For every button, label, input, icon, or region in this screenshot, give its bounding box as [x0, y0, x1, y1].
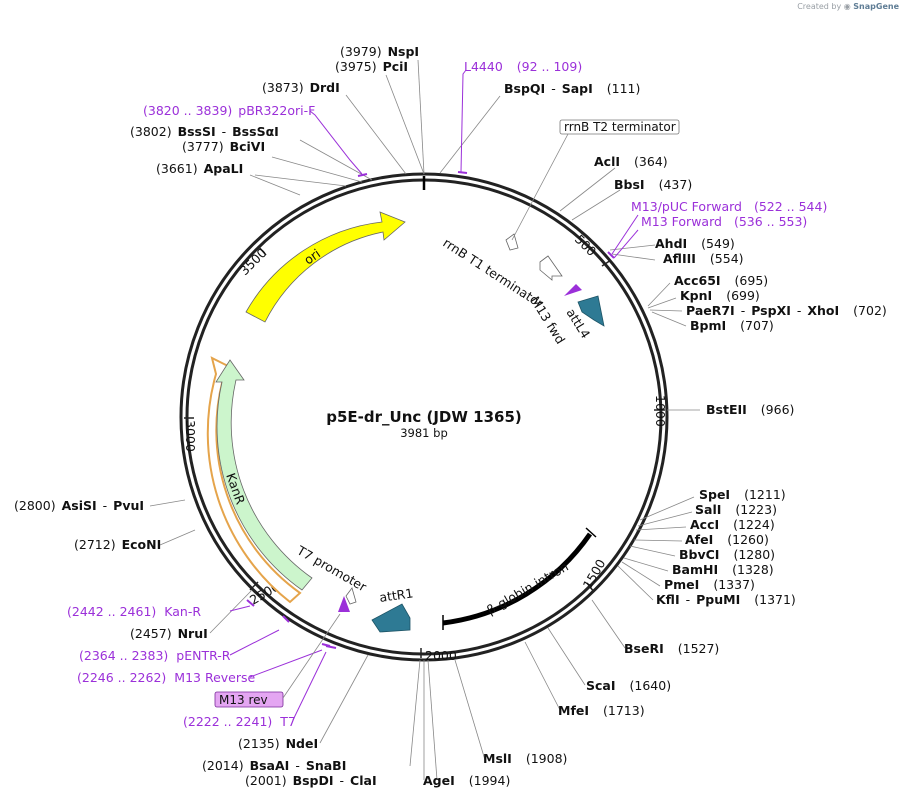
enzyme-acci: AccI(1224) — [690, 517, 775, 532]
primer-m13-reverse: (2246 .. 2262)M13 Reverse — [77, 670, 255, 685]
rrnb-t2-label: rrnB T2 terminator — [564, 120, 676, 134]
enzyme-bsaai: (2014)BsaAI-SnaBI — [202, 758, 346, 773]
enzyme-scai: ScaI(1640) — [586, 678, 671, 693]
m13-rev-connector — [282, 613, 341, 699]
tick-3000: 3000 — [183, 420, 198, 452]
plasmid-length: 3981 bp — [400, 426, 448, 440]
enzyme-bpmi: BpmI(707) — [690, 318, 774, 333]
snapgene-logo-icon: ◉ — [843, 2, 851, 11]
ori-feature[interactable] — [245, 211, 406, 323]
m13-fwd-label: M13 fwd — [527, 294, 568, 347]
enzyme-bspdi: (2001)BspDI-ClaI — [245, 773, 377, 788]
tick-2000: 2000 — [425, 648, 457, 663]
enzyme-bbvci: BbvCI(1280) — [679, 547, 775, 562]
plasmid-name: p5E-dr_Unc (JDW 1365) — [326, 408, 522, 426]
enzyme-afliii: AflIII(554) — [663, 251, 744, 266]
attr1-label: attR1 — [378, 585, 414, 605]
enzyme-bcivi: (3777)BciVI — [182, 139, 265, 154]
enzyme-bamhi: BamHI(1328) — [672, 562, 774, 577]
enzyme-pmei: PmeI(1337) — [664, 577, 755, 592]
enzyme-afei: AfeI(1260) — [685, 532, 769, 547]
intron-end-tick — [585, 527, 597, 538]
primer-pentr-r: (2364 .. 2383)pENTR-R — [79, 648, 231, 663]
m13-fwd-feature[interactable] — [564, 284, 582, 296]
t7-promoter-feature[interactable] — [345, 587, 357, 605]
enzyme-spei: SpeI(1211) — [699, 487, 786, 502]
tick-3500: 3500 — [237, 245, 270, 278]
snapgene-credit: Created by ◉ SnapGene — [797, 2, 899, 11]
enzyme-paer7i: PaeR7I-PspXI-XhoI(702) — [686, 303, 887, 318]
primer-m13-puc-forward: M13/pUC Forward(522 .. 544) — [631, 199, 827, 214]
enzyme-bseri: BseRI(1527) — [624, 641, 719, 656]
m13-rev-feature[interactable] — [338, 596, 350, 612]
credit-prefix: Created by — [797, 2, 842, 11]
enzyme-bsteii: BstEII(966) — [706, 402, 794, 417]
enzyme-ndei: (2135)NdeI — [238, 736, 318, 751]
attr1-feature[interactable] — [371, 603, 411, 633]
enzyme-nrui: (2457)NruI — [130, 626, 208, 641]
enzyme-ahdi: AhdI(549) — [655, 236, 735, 251]
tick-1500: 1500 — [580, 556, 609, 591]
primer-l4440: L4440(92 .. 109) — [464, 59, 582, 74]
primer-t7: (2222 .. 2241)T7 — [183, 714, 296, 729]
enzyme-sali: SalI(1223) — [695, 502, 777, 517]
enzyme-kfli: KflI-PpuMI(1371) — [656, 592, 796, 607]
enzyme-bspqi: BspQI-SapI(111) — [504, 81, 640, 96]
enzyme-bbsi: BbsI(437) — [614, 177, 692, 192]
enzyme-pcii: (3975)PciI — [335, 59, 408, 74]
credit-brand: SnapGene — [853, 2, 899, 11]
m13-rev-box — [214, 691, 284, 708]
enzyme-msli: MslI(1908) — [483, 751, 567, 766]
rrnb-t2-connector — [511, 133, 569, 241]
beta-globin-label: β-globin intron — [484, 559, 571, 618]
enzyme-kpni: KpnI(699) — [680, 288, 760, 303]
kanr-feature[interactable] — [215, 359, 313, 591]
m13-rev-label: M13 rev — [219, 693, 268, 707]
primer-connectors — [229, 69, 639, 721]
primer-kan-r: (2442 .. 2461)Kan-R — [67, 604, 201, 619]
primer-pbr322ori-f: (3820 .. 3839)pBR322ori-F — [143, 103, 315, 118]
rrnb-t2-feature[interactable] — [505, 233, 519, 251]
enzyme-acc65i: Acc65I(695) — [674, 273, 768, 288]
rrnb-t2-box — [559, 119, 680, 135]
primer-marks — [246, 171, 615, 649]
enzyme-econi: (2712)EcoNI — [74, 537, 161, 552]
beta-globin-intron-feature[interactable] — [442, 532, 593, 626]
enzyme-drdi: (3873)DrdI — [262, 80, 340, 95]
enzyme-agei: AgeI(1994) — [423, 773, 510, 788]
enzyme-nspi: (3979)NspI — [340, 44, 419, 59]
tick-marks — [184, 245, 665, 658]
tick-1000: 1000 — [653, 395, 668, 427]
enzyme-asisi: (2800)AsiSI-PvuI — [14, 498, 144, 513]
enzyme-mfei: MfeI(1713) — [558, 703, 645, 718]
primer-m13-forward: M13 Forward(536 .. 553) — [641, 214, 807, 229]
enzyme-acli: AclI(364) — [594, 154, 668, 169]
rrnb-t1-feature[interactable] — [539, 255, 563, 281]
attl4-feature[interactable] — [577, 295, 605, 327]
connector-lines — [149, 59, 700, 781]
enzyme-apali: (3661)ApaLI — [156, 161, 243, 176]
enzyme-bsssi: (3802)BssSI-BssSαI — [130, 124, 279, 139]
